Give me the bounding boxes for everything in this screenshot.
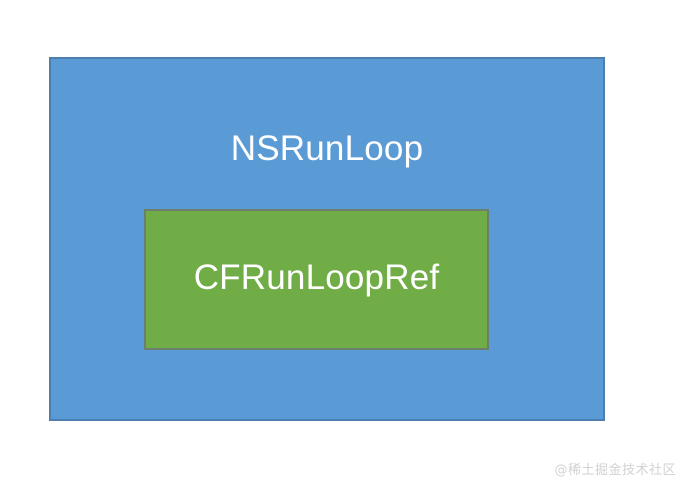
inner-box-cfrunloopref: CFRunLoopRef [144, 209, 489, 350]
outer-box-label: NSRunLoop [230, 129, 424, 168]
outer-box-nsrunloop: NSRunLoop CFRunLoopRef [49, 57, 605, 421]
inner-box-label: CFRunLoopRef [193, 258, 440, 297]
watermark-text: @稀土掘金技术社区 [554, 463, 676, 478]
